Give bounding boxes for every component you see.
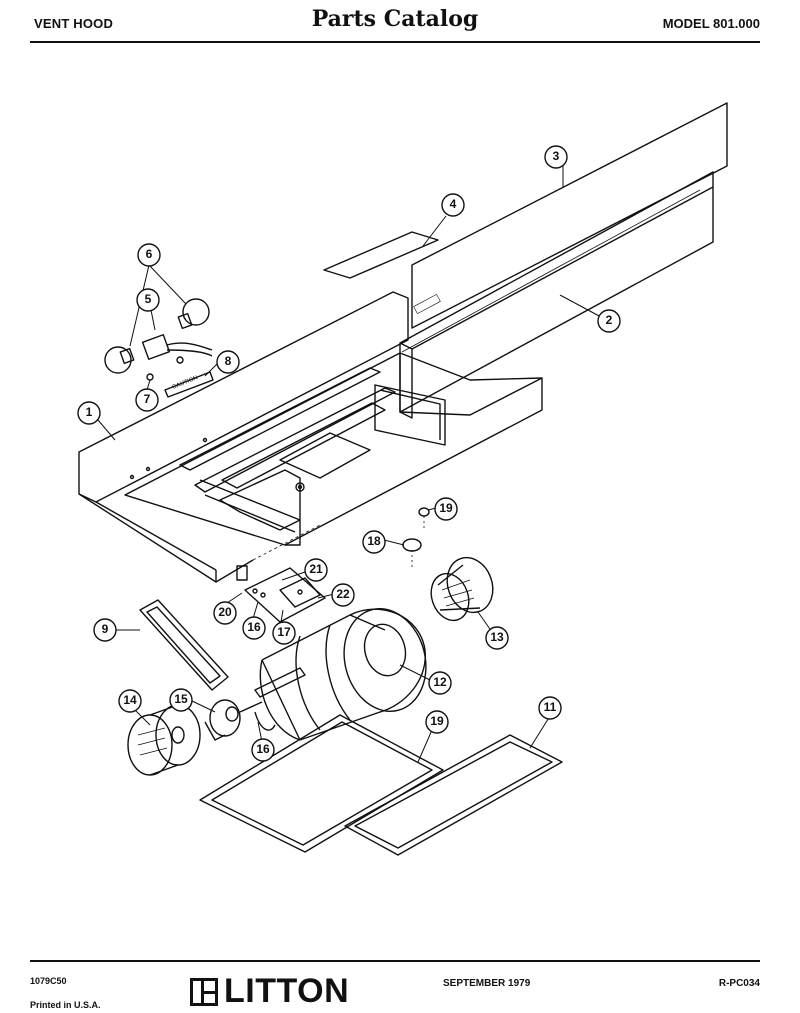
publication-date: SEPTEMBER 1979 bbox=[443, 978, 531, 989]
exploded-parts-diagram: CAUTION bbox=[0, 44, 800, 954]
callout-15: 15 bbox=[174, 692, 188, 706]
callout-22: 22 bbox=[336, 587, 350, 601]
callout-4: 4 bbox=[449, 197, 457, 211]
callout-8: 8 bbox=[224, 354, 232, 368]
footer-rule bbox=[30, 960, 760, 962]
header-rule bbox=[30, 41, 760, 43]
litton-logo: LITTON bbox=[190, 972, 349, 1011]
callout-7: 7 bbox=[143, 392, 151, 406]
callout-16: 16 bbox=[256, 742, 270, 756]
page-title: Parts Catalog bbox=[311, 6, 479, 32]
callout-2: 2 bbox=[605, 313, 613, 327]
part-mounting-bracket bbox=[236, 565, 326, 623]
part-small-plate bbox=[323, 231, 439, 279]
part-filter-panel-left bbox=[199, 714, 444, 853]
callout-6: 6 bbox=[145, 247, 153, 261]
callout-1: 1 bbox=[85, 405, 93, 419]
part-filter-panel-right bbox=[344, 734, 563, 856]
diagram-drawing: CAUTION bbox=[77, 102, 728, 856]
callout-leaders bbox=[97, 166, 602, 763]
model-number: MODEL 801.000 bbox=[662, 16, 760, 31]
page-header: VENT HOOD Parts Catalog MODEL 801.000 bbox=[30, 0, 760, 44]
callout-11: 11 bbox=[543, 700, 557, 714]
part-fan-motor bbox=[204, 699, 276, 741]
svg-text:CAUTION: CAUTION bbox=[172, 375, 199, 391]
catalog-code: 1079C50 bbox=[30, 976, 67, 986]
part-fittings bbox=[402, 507, 430, 570]
callout-3: 3 bbox=[552, 149, 560, 163]
part-blower-housing bbox=[254, 608, 427, 741]
part-filter-frame bbox=[139, 599, 229, 691]
callout-12: 12 bbox=[433, 675, 447, 689]
part-lamp-socket-assembly: CAUTION bbox=[104, 298, 214, 398]
callout-9: 9 bbox=[101, 622, 109, 636]
callout-16: 16 bbox=[247, 620, 261, 634]
callout-13: 13 bbox=[490, 630, 504, 644]
callout-20: 20 bbox=[218, 605, 232, 619]
printed-in-note: Printed in U.S.A. bbox=[30, 1000, 101, 1010]
callout-17: 17 bbox=[277, 625, 291, 639]
litton-logo-text: LITTON bbox=[224, 972, 350, 1010]
callout-19: 19 bbox=[430, 714, 444, 728]
catalog-reference: R-PC034 bbox=[718, 978, 760, 989]
product-label: VENT HOOD bbox=[34, 16, 114, 31]
callout-19: 19 bbox=[439, 501, 453, 515]
callout-18: 18 bbox=[367, 534, 381, 548]
part-main-hood-body bbox=[78, 291, 543, 583]
part-motor-blower-wheel bbox=[127, 704, 201, 776]
callout-21: 21 bbox=[309, 562, 323, 576]
callout-14: 14 bbox=[123, 693, 137, 707]
litton-logo-mark-icon bbox=[190, 977, 218, 1006]
callout-circles bbox=[77, 145, 621, 762]
page-footer: 1079C50 Printed in U.S.A. LITTON SEPTEMB… bbox=[30, 960, 760, 1013]
part-top-cover-panel bbox=[411, 102, 728, 329]
part-blower-wheel bbox=[430, 556, 494, 622]
callout-5: 5 bbox=[144, 292, 152, 306]
